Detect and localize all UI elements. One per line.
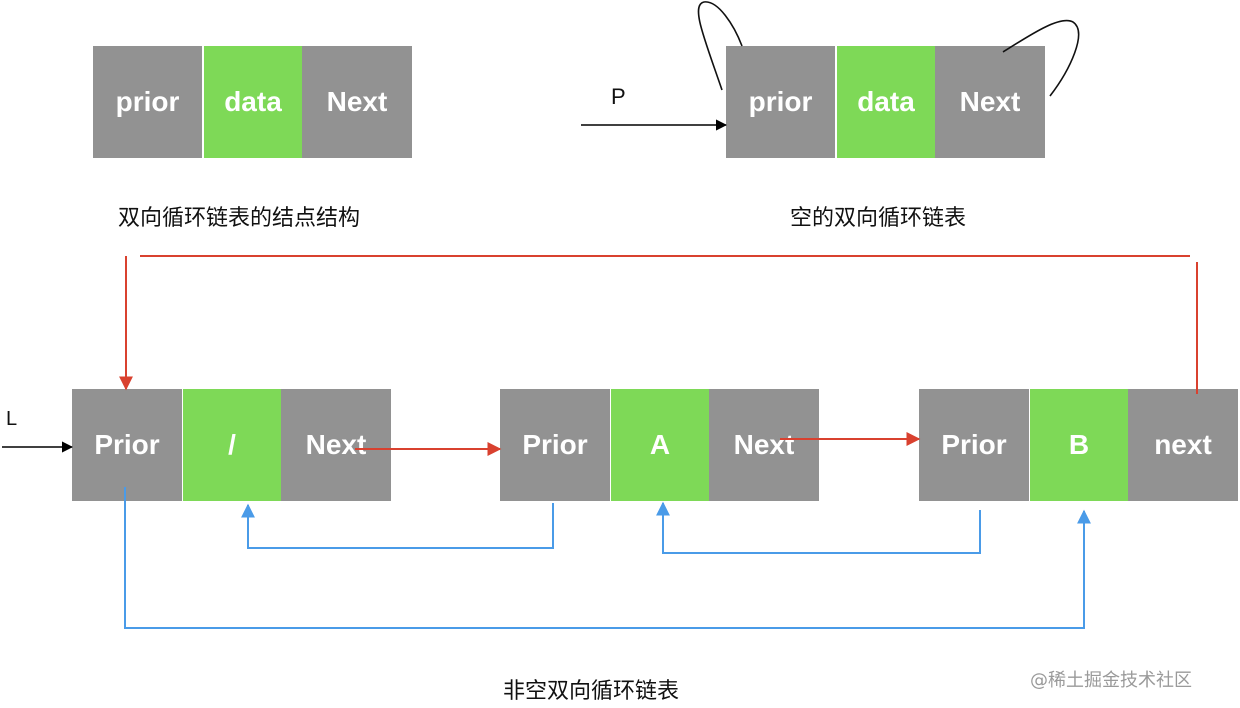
empty-data-cell: data [837, 46, 935, 158]
head-prior-cell: Prior [72, 389, 182, 501]
empty-next-cell: Next [935, 46, 1045, 158]
structure-next-cell: Next [302, 46, 412, 158]
nonempty-caption: 非空双向循环链表 [503, 679, 680, 704]
head-data-cell: / [183, 389, 281, 501]
watermark: @稀土掘金技术社区 [1030, 670, 1192, 691]
head-next-cell: Next [281, 389, 391, 501]
structure-caption: 双向循环链表的结点结构 [118, 206, 361, 231]
empty-caption: 空的双向循环链表 [790, 206, 967, 231]
list-pointer-label: L [6, 408, 18, 430]
a-to-head-prior-arrow [241, 503, 554, 549]
node-b-prior-cell: Prior [919, 389, 1029, 501]
node-b-data-cell: B [1030, 389, 1128, 501]
empty-prior-cell: prior [726, 46, 835, 158]
structure-prior-cell: prior [93, 46, 202, 158]
node-a-data-cell: A [611, 389, 709, 501]
node-a-next-cell: Next [709, 389, 819, 501]
structure-data-cell: data [204, 46, 302, 158]
head-to-b-prior-arrow [124, 487, 1091, 629]
node-a-prior-cell: Prior [500, 389, 610, 501]
b-to-a-prior-arrow [656, 501, 981, 554]
node-b-next-cell: next [1128, 389, 1238, 501]
empty-pointer-label: P [611, 84, 626, 109]
